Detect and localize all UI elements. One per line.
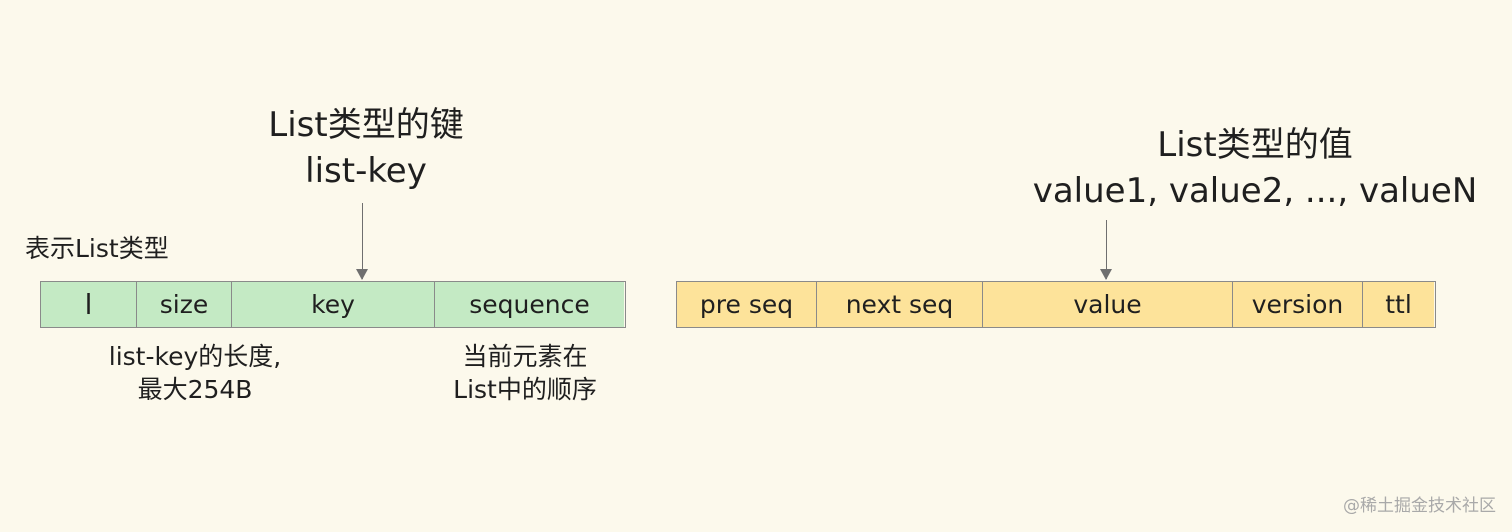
field-version: version	[1233, 282, 1363, 327]
value-title-line2: value1, value2, ..., valueN	[1032, 171, 1478, 211]
field-l: l	[41, 282, 137, 327]
field-sequence: sequence	[435, 282, 624, 327]
field-value: value	[983, 282, 1233, 327]
watermark: @稀土掘金技术社区	[1343, 496, 1496, 516]
size-note-line2: 最大254B	[137, 375, 253, 404]
size-note: list-key的长度, 最大254B	[80, 340, 310, 406]
list-value-bar: pre seq next seq value version ttl	[676, 281, 1436, 328]
key-title: List类型的键 list-key	[226, 102, 506, 194]
key-arrow	[356, 203, 369, 280]
field-next-seq: next seq	[817, 282, 983, 327]
sequence-note: 当前元素在 List中的顺序	[430, 340, 620, 406]
field-key: key	[232, 282, 435, 327]
key-title-line1: List类型的键	[268, 105, 464, 145]
field-pre-seq: pre seq	[677, 282, 817, 327]
sequence-note-line2: List中的顺序	[453, 375, 597, 404]
value-title: List类型的值 value1, value2, ..., valueN	[1030, 122, 1480, 214]
list-key-bar: l size key sequence	[40, 281, 626, 328]
size-note-line1: list-key的长度,	[108, 342, 282, 371]
value-arrow	[1100, 220, 1113, 280]
key-title-line2: list-key	[305, 151, 427, 191]
list-type-label: 表示List类型	[25, 234, 169, 263]
value-title-line1: List类型的值	[1157, 125, 1353, 165]
field-size: size	[137, 282, 232, 327]
sequence-note-line1: 当前元素在	[462, 342, 588, 371]
field-ttl: ttl	[1363, 282, 1434, 327]
